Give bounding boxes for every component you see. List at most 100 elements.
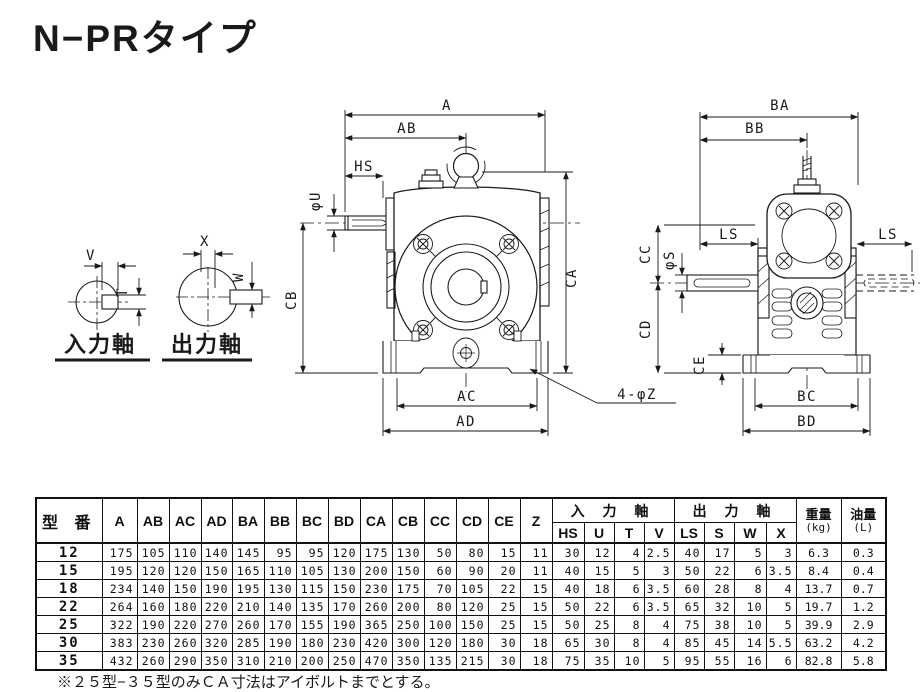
header-ce: CE (487, 497, 521, 544)
dim-cell: 105 (295, 561, 329, 580)
output-shaft-cell: 3 (765, 542, 797, 562)
header-hs: HS (551, 522, 585, 544)
input-shaft-cell: 75 (551, 651, 585, 671)
input-shaft-cell: 8 (613, 615, 645, 634)
output-shaft-cell: 40 (673, 542, 705, 562)
dim-cell: 270 (200, 615, 233, 634)
output-shaft-cell: 50 (673, 561, 705, 580)
dim-label-phi-s: φS (662, 250, 678, 270)
dim-cell: 80 (455, 542, 489, 562)
dim-label-ab: AB (397, 121, 417, 137)
dim-cell: 175 (359, 542, 393, 562)
dim-cell: 190 (327, 615, 361, 634)
header-z: Z (519, 497, 553, 544)
dim-label-ls-left: LS (719, 227, 739, 243)
dim-cell: 230 (359, 579, 393, 598)
header-oil-label: 油量 (850, 506, 877, 522)
dim-cell: 200 (359, 561, 393, 580)
input-shaft-cell: 4 (643, 615, 675, 634)
header-cd: CD (455, 497, 489, 544)
dim-cell: 135 (295, 597, 329, 616)
dim-cell: 15 (519, 615, 553, 634)
dim-cell: 15 (519, 579, 553, 598)
dim-cell: 150 (391, 561, 425, 580)
dim-cell: 470 (359, 651, 393, 671)
front-view-drawing (295, 110, 676, 436)
header-oil: 油量 (L) (840, 497, 887, 544)
header-a: A (101, 497, 138, 544)
dim-cell: 190 (136, 615, 170, 634)
dim-cell: 165 (231, 561, 265, 580)
dim-cell: 22 (487, 579, 521, 598)
footnote: ※２５型−３５型のみＣＡ寸法はアイボルトまでとする。 (57, 674, 440, 691)
weight-cell: 13.7 (795, 579, 842, 598)
dim-cell: 155 (295, 615, 329, 634)
dim-cell: 30 (487, 633, 521, 652)
dim-cell: 350 (200, 651, 233, 671)
output-shaft-cell: 85 (673, 633, 705, 652)
dim-cell: 200 (391, 597, 425, 616)
dim-cell: 150 (327, 579, 361, 598)
dim-cell: 50 (423, 542, 457, 562)
dim-cell: 120 (423, 633, 457, 652)
dim-cell: 145 (231, 542, 265, 562)
input-shaft-cell: 50 (551, 615, 585, 634)
dim-cell: 130 (327, 561, 361, 580)
dim-cell: 150 (455, 615, 489, 634)
dim-cell: 432 (101, 651, 138, 671)
model-cell: 18 (35, 579, 103, 598)
header-v: V (643, 522, 675, 544)
dim-cell: 180 (168, 597, 202, 616)
header-model: 型 番 (35, 497, 103, 544)
dim-cell: 195 (101, 561, 138, 580)
header-bc: BC (295, 497, 329, 544)
dim-cell: 190 (200, 579, 233, 598)
dim-cell: 120 (455, 597, 489, 616)
dim-cell: 230 (327, 633, 361, 652)
input-shaft-cell: 65 (551, 633, 585, 652)
dim-label-ac: AC (457, 389, 477, 405)
dim-label-bd: BD (797, 414, 817, 430)
header-u: U (583, 522, 615, 544)
output-shaft-cell: 55 (703, 651, 735, 671)
dim-cell: 130 (263, 579, 297, 598)
dim-cell: 180 (455, 633, 489, 652)
dim-label-v: V (86, 248, 96, 264)
output-shaft-cell: 45 (703, 633, 735, 652)
input-shaft-cell: 6 (613, 579, 645, 598)
header-bb: BB (263, 497, 297, 544)
input-shaft-cell: 35 (583, 651, 615, 671)
dim-label-x: X (200, 234, 210, 250)
output-shaft-cell: 28 (703, 579, 735, 598)
dim-cell: 210 (263, 651, 297, 671)
dim-cell: 260 (136, 651, 170, 671)
model-cell: 35 (35, 651, 103, 671)
dim-cell: 220 (168, 615, 202, 634)
weight-cell: 8.4 (795, 561, 842, 580)
dim-cell: 110 (168, 542, 202, 562)
oil-cell: 0.3 (840, 542, 887, 562)
dim-cell: 110 (263, 561, 297, 580)
dim-cell: 95 (263, 542, 297, 562)
input-shaft-detail-drawing (68, 262, 146, 330)
input-shaft-cell: 18 (583, 579, 615, 598)
dim-cell: 15 (487, 542, 521, 562)
input-shaft-cell: 25 (583, 615, 615, 634)
dim-cell: 20 (487, 561, 521, 580)
header-ls: LS (673, 522, 705, 544)
input-shaft-cell: 40 (551, 579, 585, 598)
dim-cell: 95 (295, 542, 329, 562)
input-shaft-cell: 22 (583, 597, 615, 616)
output-shaft-cell: 8 (733, 579, 767, 598)
dim-cell: 100 (423, 615, 457, 634)
weight-cell: 82.8 (795, 651, 842, 671)
weight-cell: 19.7 (795, 597, 842, 616)
output-shaft-cell: 5 (765, 615, 797, 634)
weight-cell: 6.3 (795, 542, 842, 562)
dim-cell: 115 (295, 579, 329, 598)
output-shaft-cell: 95 (673, 651, 705, 671)
